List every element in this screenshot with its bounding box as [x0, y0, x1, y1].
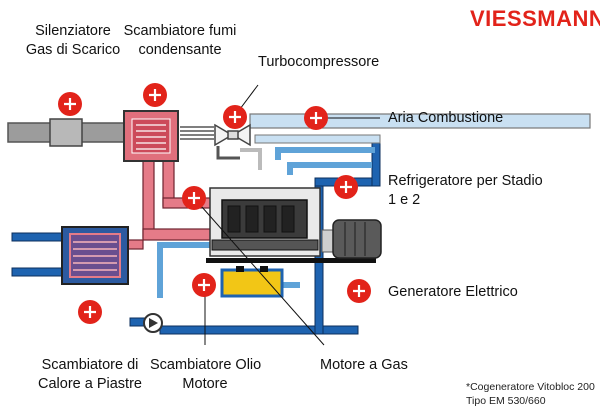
plus-circle-icon[interactable]: [58, 92, 82, 116]
plate-heat-exchanger: [61, 226, 129, 285]
plus-circle-icon[interactable]: [78, 300, 102, 324]
plus-circle-icon[interactable]: [347, 279, 371, 303]
plus-circle-icon[interactable]: [143, 83, 167, 107]
circulation-pump: [143, 313, 163, 333]
hotspot-markers: [58, 83, 371, 324]
oil-heat-exchanger: [220, 266, 284, 298]
exhaust-silencer: [49, 118, 83, 147]
gas-engine: [206, 187, 376, 263]
label-turbocompressore: Turbocompressore: [258, 54, 380, 70]
label-motore-gas: Motore a Gas: [320, 357, 408, 373]
plus-circle-icon[interactable]: [192, 273, 216, 297]
flue-gas-exchanger: [123, 110, 214, 162]
turbocharger: [214, 123, 262, 170]
exhaust-pipe: [7, 118, 127, 147]
plus-circle-icon[interactable]: [334, 175, 358, 199]
electric-generator: [321, 219, 382, 259]
label-generatore-elettrico: Generatore Elettrico: [388, 284, 518, 300]
engine-base-frame: [206, 258, 376, 263]
plus-circle-icon[interactable]: [182, 186, 206, 210]
plus-circle-icon[interactable]: [304, 106, 328, 130]
label-aria-combustione: Aria Combustione: [388, 110, 504, 126]
plus-circle-icon[interactable]: [223, 105, 247, 129]
viessmann-logo: VIESSMANN: [470, 6, 600, 31]
